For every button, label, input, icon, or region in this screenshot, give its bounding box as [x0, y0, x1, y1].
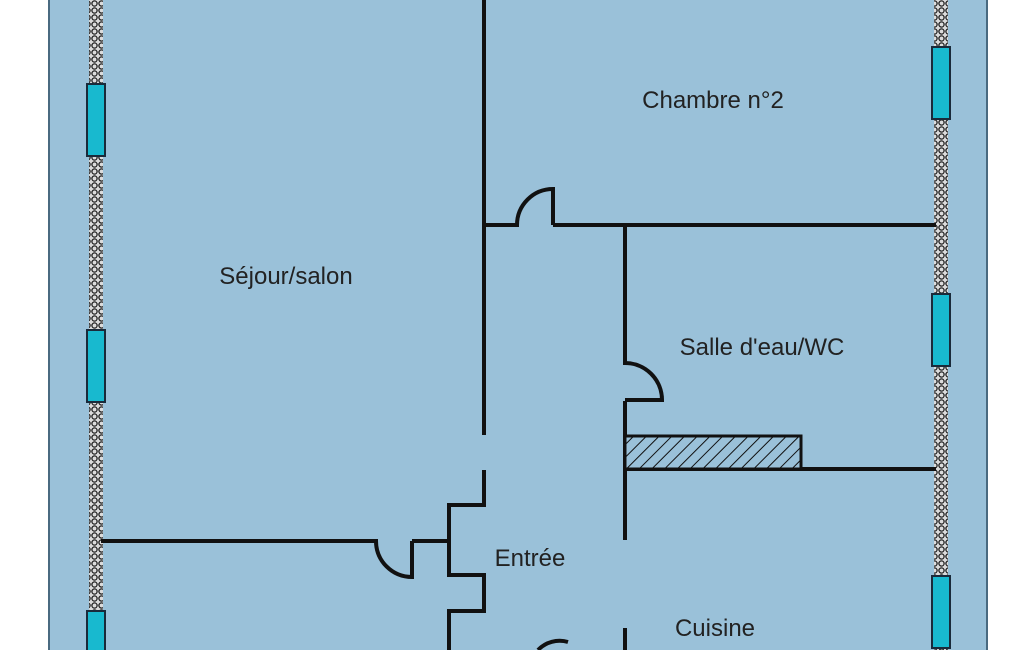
- window-left-2: [86, 329, 106, 403]
- door-chambre2: [515, 186, 555, 226]
- room-label-sejour: Séjour/salon: [219, 263, 352, 290]
- window-right-1: [931, 46, 951, 120]
- doors: [374, 186, 665, 650]
- hatched-counter: [623, 434, 803, 471]
- door-bottom-left-room: [374, 540, 414, 580]
- door-salle-eau: [624, 361, 665, 402]
- room-label-entree: Entrée: [495, 545, 566, 572]
- room-label-salle-eau: Salle d'eau/WC: [680, 334, 845, 361]
- exterior-wall-left: [89, 0, 103, 650]
- room-label-chambre2: Chambre n°2: [642, 87, 784, 114]
- window-right-2: [931, 293, 951, 367]
- window-left-1: [86, 83, 106, 157]
- room-label-cuisine: Cuisine: [675, 615, 755, 642]
- door-cuisine: [536, 638, 569, 650]
- window-right-3: [931, 575, 951, 649]
- window-left-3: [86, 610, 106, 650]
